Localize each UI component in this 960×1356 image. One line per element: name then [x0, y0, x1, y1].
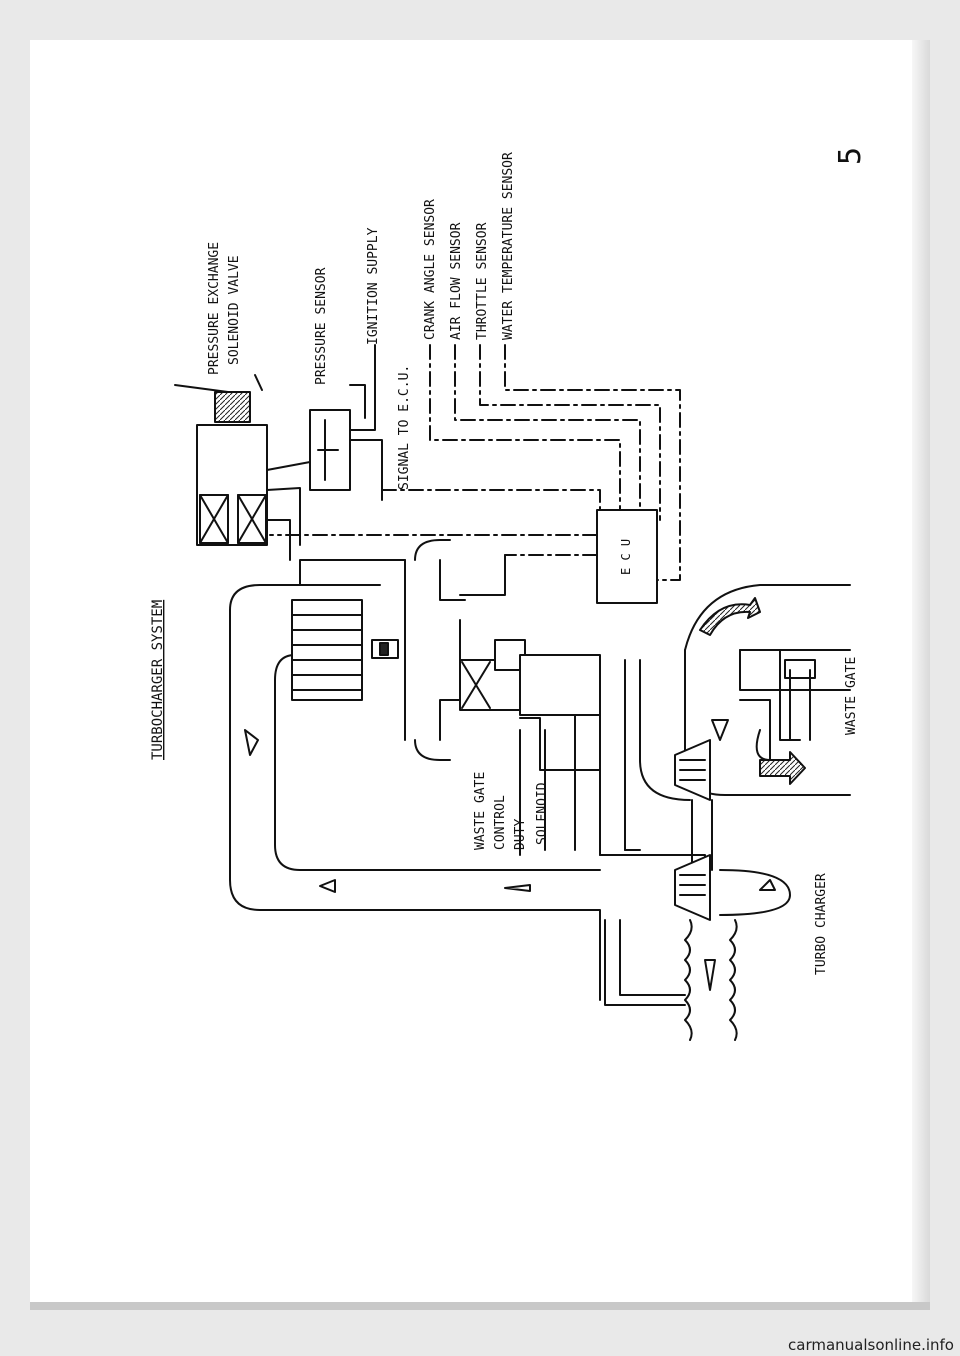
label-ecu: E C U [619, 539, 633, 575]
exhaust-manifold [599, 584, 851, 901]
intercooler [291, 599, 399, 701]
pressure-sensor [309, 344, 383, 501]
ecu-box [596, 509, 658, 604]
label-pressure-exchange: PRESSURE EXCHANGE [207, 242, 222, 375]
label-throttle-sensor: THROTTLE SENSOR [475, 222, 490, 340]
label-air-flow-sensor: AIR FLOW SENSOR [449, 222, 464, 340]
label-waste-gate: WASTE GATE [844, 657, 859, 735]
label-ignition-supply: IGNITION SUPPLY [366, 227, 381, 345]
compressor-inlet-hose [604, 919, 738, 1041]
turbo-wheels [674, 739, 791, 921]
label-turbo-charger: TURBO CHARGER [814, 873, 829, 975]
label-signal-to-ecu: SIGNAL TO E.C.U. [397, 365, 412, 490]
ecu-signal-lines [269, 344, 681, 581]
label-crank-angle-sensor: CRANK ANGLE SENSOR [423, 199, 438, 340]
page-number: 5 [833, 147, 868, 165]
footer-watermark: carmanualsonline.info [788, 1336, 954, 1354]
label-solenoid-valve: SOLENOID VALVE [227, 255, 242, 365]
intake-chamber [299, 539, 466, 761]
label-pressure-sensor: PRESSURE SENSOR [314, 267, 329, 385]
paper-edge-shadow [912, 40, 930, 1310]
label-waste-gate-control-4: SOLENOID [535, 782, 550, 845]
label-water-temperature-sensor: WATER TEMPERATURE SENSOR [501, 152, 516, 340]
label-waste-gate-control-2: CONTROL [493, 795, 508, 850]
pressure-exchange-solenoid-valve [174, 374, 311, 561]
duty-solenoid [459, 554, 601, 856]
label-waste-gate-control-1: WASTE GATE [473, 772, 488, 850]
paper-bottom-edge [30, 1302, 930, 1310]
label-waste-gate-control-3: DUTY [513, 819, 528, 850]
flow-arrows [244, 597, 806, 991]
labels: TURBOCHARGER SYSTEM PRESSURE EXCHANGE SO… [150, 147, 868, 975]
diagram-title: TURBOCHARGER SYSTEM [150, 600, 166, 760]
